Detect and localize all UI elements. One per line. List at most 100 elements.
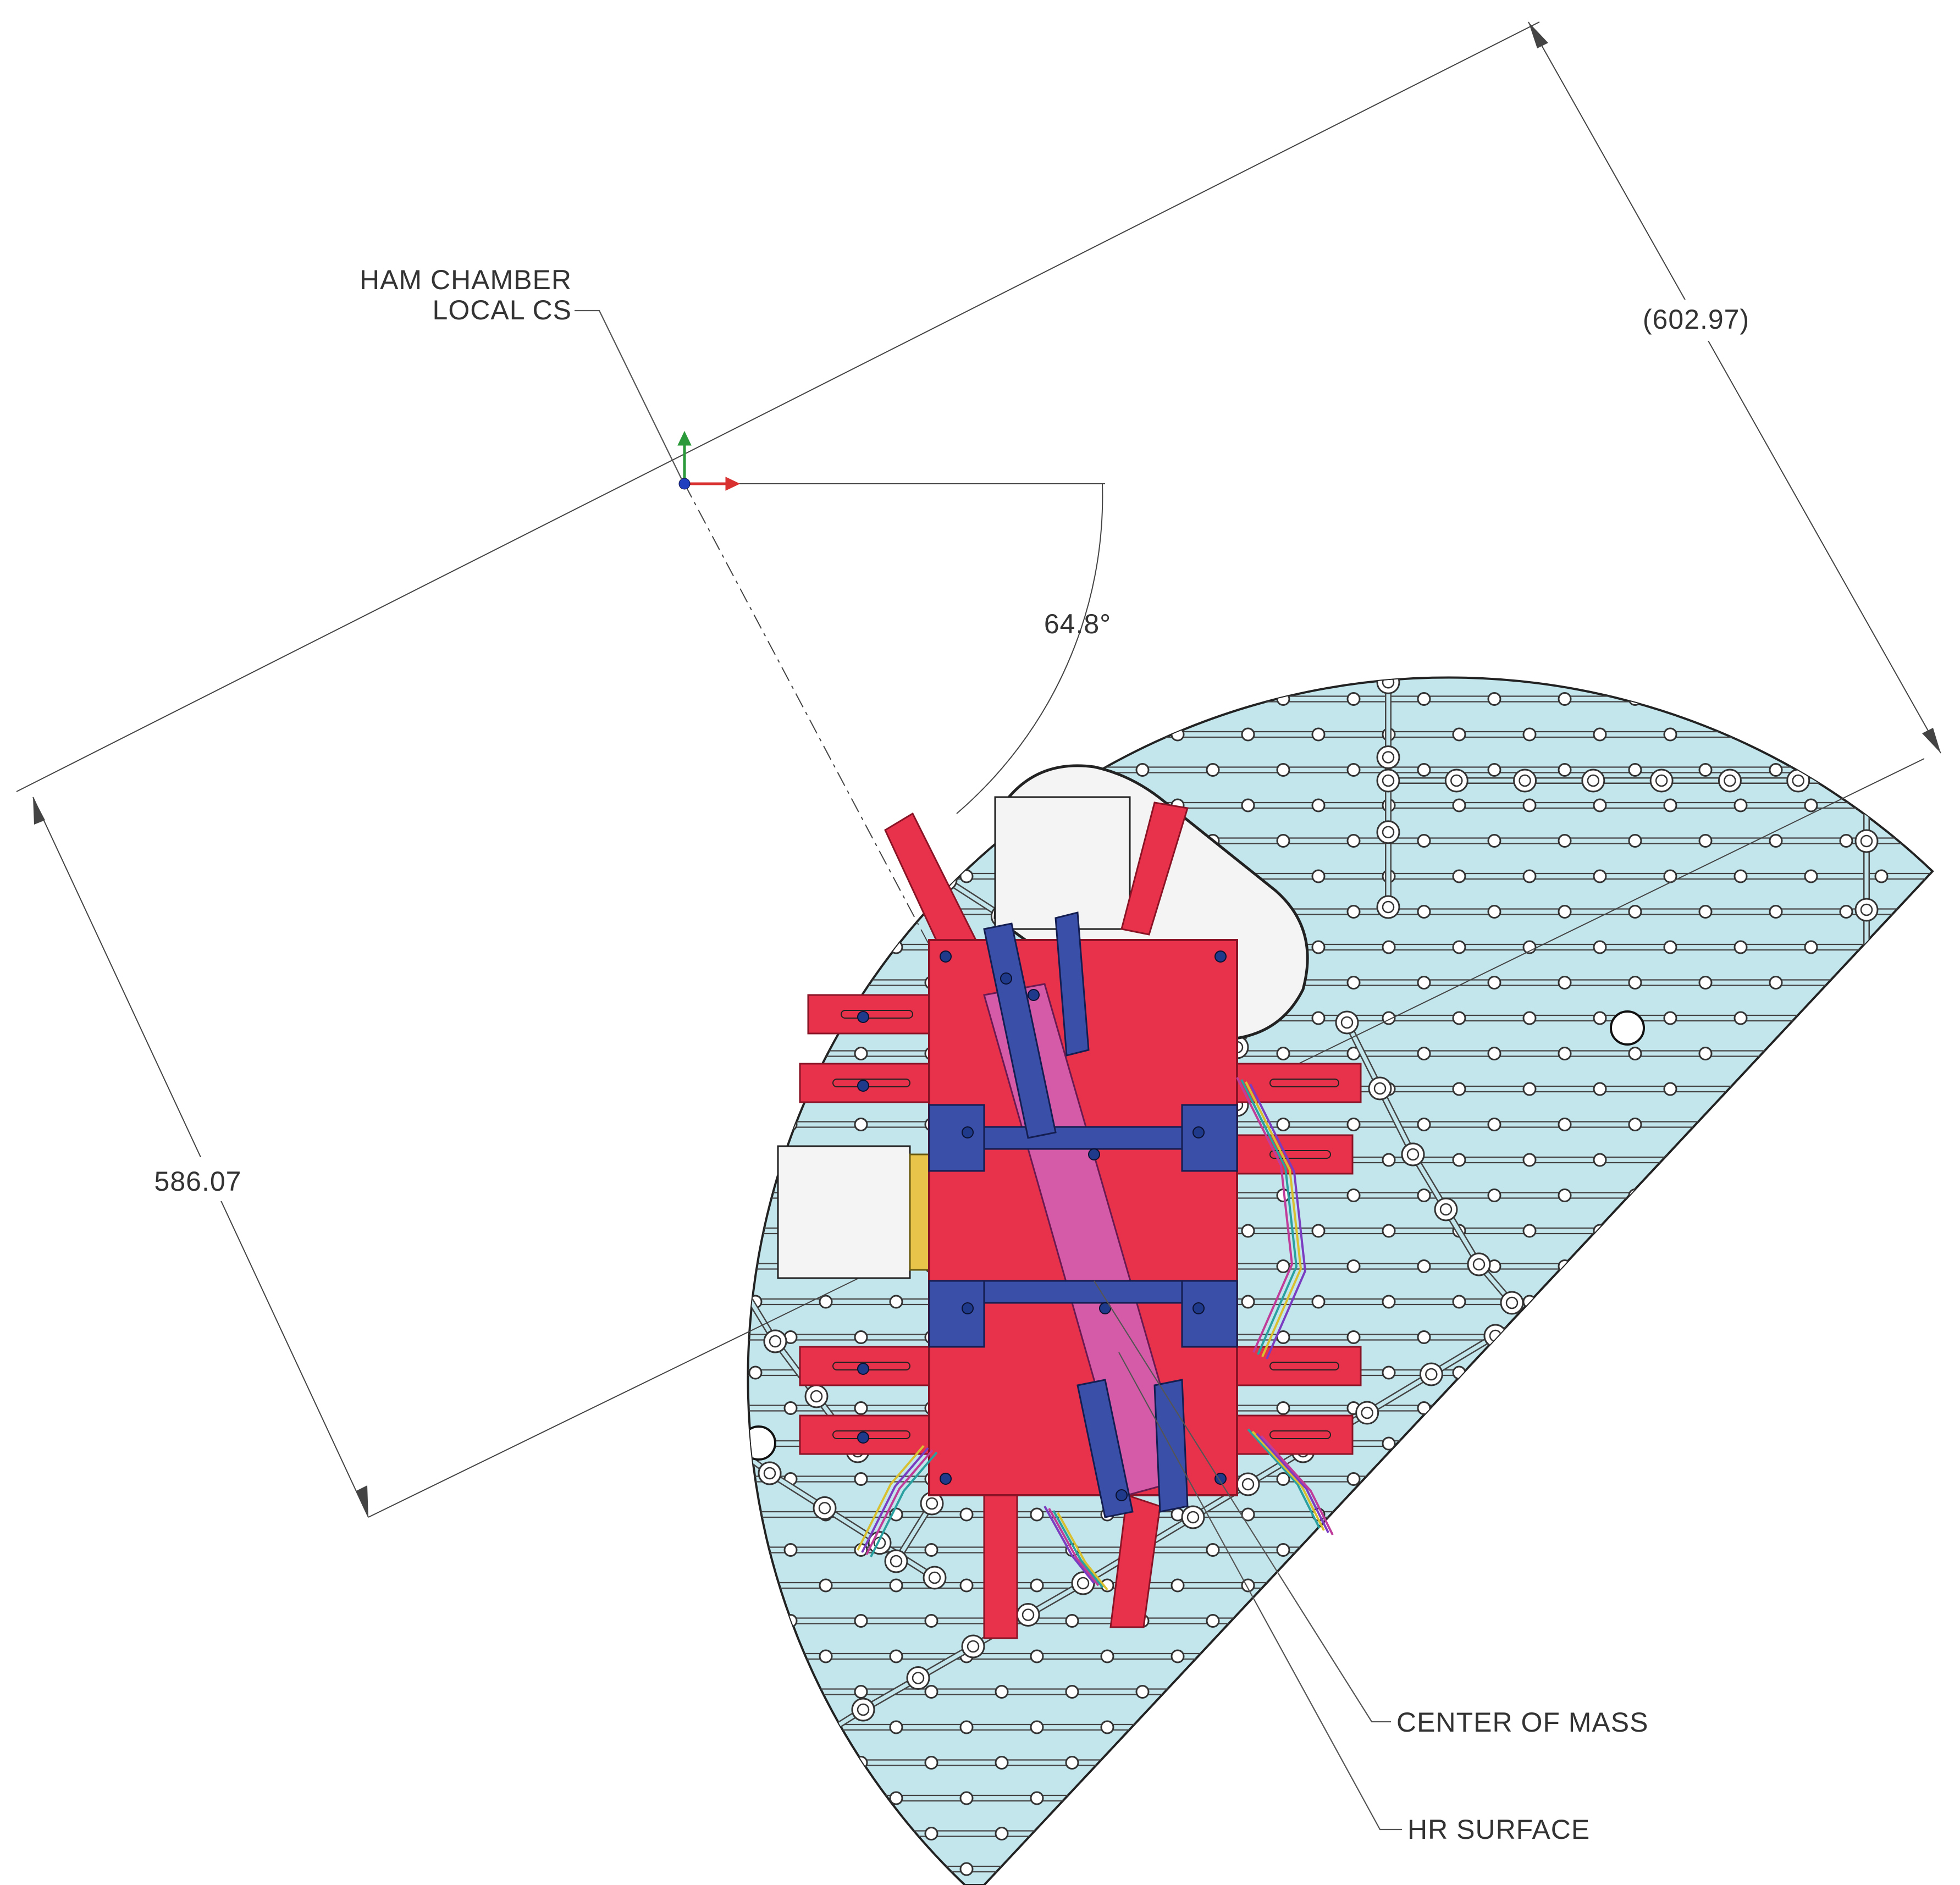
table-hole (222, 1615, 234, 1627)
table-hole (116, 1154, 128, 1166)
cable (1236, 1077, 1294, 1353)
ringed-hole (462, 1402, 484, 1424)
table-hole (1346, 976, 1361, 990)
table-hole (292, 1331, 304, 1344)
table-hole (1733, 1791, 1748, 1805)
table-hole (1276, 692, 1290, 706)
table-hole (609, 657, 621, 670)
ringed-hole (1380, 550, 1402, 572)
table-hole (222, 1261, 234, 1273)
ringed-hole-inner (335, 1149, 346, 1160)
table-hole (468, 1792, 480, 1804)
table-hole (327, 1367, 339, 1379)
ringed-hole (1377, 297, 1399, 319)
table-hole (116, 1650, 128, 1662)
hr-surface-label: HR SURFACE (1407, 1814, 1590, 1845)
table-hole (1276, 1259, 1290, 1273)
table-hole (1594, 657, 1606, 670)
table-hole (1207, 339, 1219, 351)
table-hole (1946, 374, 1958, 386)
table-hole (1559, 622, 1571, 634)
table-hole (257, 1154, 269, 1166)
table-hole (222, 1686, 234, 1698)
table-hole (292, 1048, 304, 1060)
table-hole (10, 1119, 23, 1131)
table-hole (1453, 445, 1465, 457)
table-hole (1733, 1295, 1748, 1309)
table-hole (186, 799, 198, 811)
ringed-hole-inner (572, 1325, 583, 1336)
table-hole (1382, 1862, 1396, 1876)
table-hole (748, 1578, 763, 1593)
table-hole (1136, 410, 1149, 422)
table-hole (679, 1721, 691, 1733)
ringed-hole-inner (429, 968, 440, 979)
table-hole (1769, 1118, 1783, 1131)
table-hole (1909, 1543, 1924, 1557)
table-hole (397, 1650, 410, 1662)
table-hole (1946, 1863, 1958, 1875)
cable (1256, 1433, 1329, 1533)
table-hole (1874, 1436, 1889, 1451)
table-hole (1242, 587, 1254, 599)
table-hole (1663, 1507, 1677, 1522)
table-hole (1733, 1862, 1748, 1876)
table-hole (1874, 869, 1889, 883)
table-hole (362, 1828, 374, 1840)
table-hole (1452, 1011, 1466, 1025)
table-hole (1417, 1685, 1431, 1699)
table-hole (397, 1438, 410, 1450)
guide-slot-inner (473, 1077, 660, 1413)
clamp-arm (1236, 1134, 1354, 1175)
ringed-hole-inner (1519, 774, 1531, 787)
table-hole (327, 1438, 339, 1450)
table-hole (1487, 692, 1501, 706)
table-hole (959, 1791, 974, 1805)
table-hole (924, 763, 938, 777)
table-hole (1839, 763, 1853, 777)
table-hole (609, 1863, 621, 1875)
table-hole (1875, 374, 1887, 386)
table-hole (433, 1544, 445, 1556)
table-hole (1382, 1153, 1396, 1167)
table-hole (573, 1331, 586, 1344)
table-hole (1453, 516, 1465, 528)
table-hole (573, 1757, 586, 1769)
table-hole (538, 870, 550, 882)
table-hole (644, 693, 656, 705)
table-hole (1911, 339, 1923, 351)
ringed-hole-inner (1385, 555, 1396, 566)
table-hole (1452, 727, 1466, 742)
table-hole (573, 1190, 586, 1202)
table-hole (748, 1224, 763, 1238)
ringed-hole (1314, 592, 1336, 614)
table-hole (1487, 976, 1501, 990)
ringed-hole-inner (1655, 774, 1668, 787)
ringed-hole (346, 1105, 368, 1127)
ringed-hole (495, 616, 517, 638)
table-hole (468, 728, 480, 740)
table-hole (1523, 657, 1536, 670)
table-hole (116, 1508, 128, 1521)
table-hole (1593, 727, 1607, 742)
screw-head (857, 1080, 869, 1092)
ringed-hole-inner (1758, 1181, 1771, 1194)
table-hole (362, 1190, 374, 1202)
ringed-hole (1551, 1287, 1575, 1311)
table-hole (1733, 1224, 1748, 1238)
table-hole (81, 1190, 93, 1202)
table-hole (433, 1190, 445, 1202)
table-hole (257, 1225, 269, 1237)
table-hole (644, 1048, 656, 1060)
table-hole (1628, 1401, 1642, 1415)
table-hole (81, 1261, 93, 1273)
table-hole (468, 445, 480, 457)
table-hole (433, 551, 445, 563)
table-hole (1276, 1614, 1290, 1628)
table-hole (468, 374, 480, 386)
ringed-hole-inner (1860, 766, 1873, 779)
table-hole (81, 480, 93, 493)
table-hole (644, 339, 656, 351)
ringed-hole (1718, 769, 1742, 793)
table-hole (1593, 1791, 1607, 1805)
